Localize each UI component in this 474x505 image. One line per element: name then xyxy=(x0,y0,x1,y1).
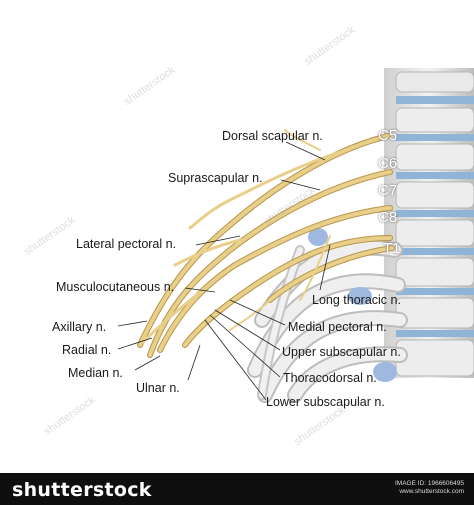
spine xyxy=(384,68,474,378)
shutterstock-logo: shutterstock xyxy=(12,479,152,501)
label-ulnar: Ulnar n. xyxy=(136,381,180,395)
image-id: IMAGE ID: 1966606495 xyxy=(394,480,464,487)
label-thoracodorsal: Thoracodorsal n. xyxy=(283,371,377,385)
image-meta: IMAGE ID: 1966606495 www.shutterstock.co… xyxy=(395,480,464,496)
vertebra-label-t1: T1 xyxy=(383,240,401,257)
label-musculocutaneous: Musculocutaneous n. xyxy=(56,280,175,294)
vertebra-label-c7: C7 xyxy=(378,182,398,199)
leader-lines xyxy=(117,141,331,401)
label-radial: Radial n. xyxy=(62,343,112,357)
label-upper-subscapular: Upper subscapular n. xyxy=(282,345,401,359)
vertebra-label-c8: C8 xyxy=(378,209,398,226)
nerves xyxy=(137,129,395,358)
label-dorsal-scapular: Dorsal scapular n. xyxy=(222,129,323,143)
label-lower-subscapular: Lower subscapular n. xyxy=(266,395,385,409)
label-axillary: Axillary n. xyxy=(52,320,107,334)
site-url: www.shutterstock.com xyxy=(399,488,464,495)
brachial-plexus-illustration xyxy=(117,68,474,403)
vertebra-label-c6: C6 xyxy=(378,155,398,172)
label-suprascapular: Suprascapular n. xyxy=(168,171,263,185)
label-long-thoracic: Long thoracic n. xyxy=(312,293,401,307)
vertebra-label-c5: C5 xyxy=(378,127,398,144)
label-lateral-pectoral: Lateral pectoral n. xyxy=(76,237,177,251)
label-median: Median n. xyxy=(68,366,123,380)
footer-bar: shutterstock IMAGE ID: 1966606495 www.sh… xyxy=(0,473,474,505)
label-medial-pectoral: Medial pectoral n. xyxy=(288,320,387,334)
illustration-area: shutterstock shutterstock shutterstock s… xyxy=(21,24,474,448)
spacer xyxy=(0,448,474,473)
